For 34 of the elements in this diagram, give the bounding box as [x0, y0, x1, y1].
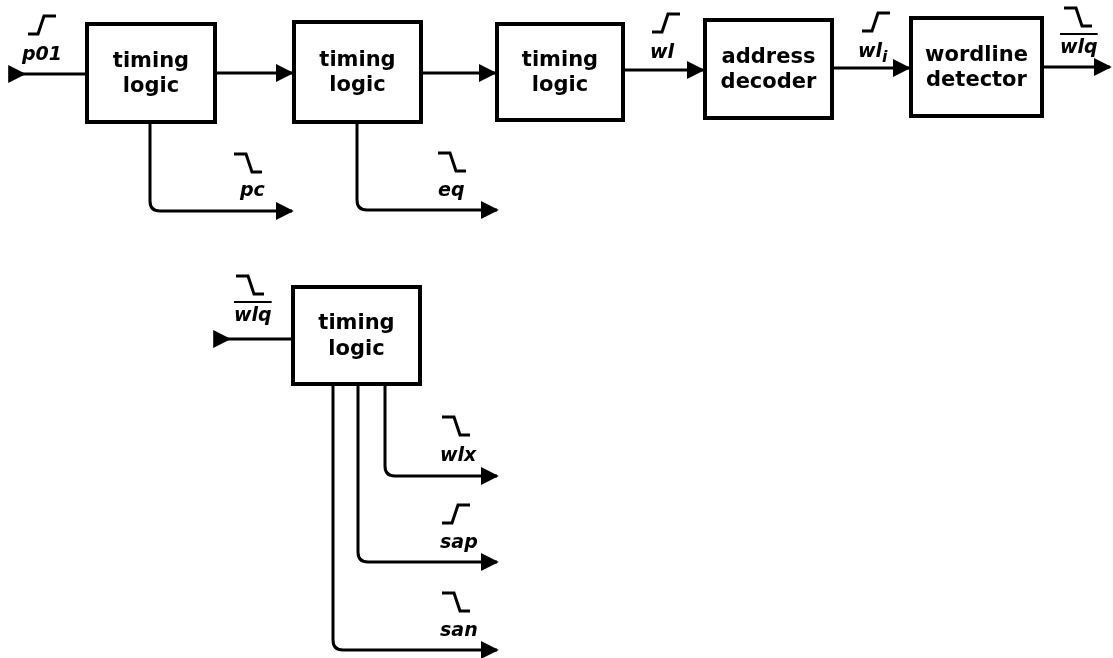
process-box: [292, 20, 423, 124]
signal-name: san: [440, 620, 478, 639]
signal-arrow: [1044, 58, 1112, 76]
signal-arrow: [213, 330, 291, 348]
signal-name: wlq: [234, 305, 272, 324]
signal-arrow: [423, 64, 497, 82]
signal-arrow: [356, 386, 499, 571]
signal-name: pc: [240, 180, 265, 199]
signal-arrow: [148, 124, 294, 220]
process-box: [495, 22, 625, 122]
box-label: timing logic: [520, 46, 600, 98]
signal-arrow: [834, 59, 911, 77]
signal-name: wlx: [440, 445, 477, 464]
box-label: wordline detector: [924, 41, 1029, 93]
process-box: [909, 16, 1044, 118]
signal-name: wlq: [1060, 37, 1098, 56]
signal-name: p01: [22, 44, 63, 63]
process-box: [85, 22, 217, 124]
signal-arrow: [331, 386, 499, 658]
signal-name: wl$_{i}$: [858, 41, 888, 65]
signal-arrow: [625, 61, 705, 79]
process-box: [703, 18, 834, 120]
signal-arrow: [217, 64, 294, 82]
signal-name: wl: [650, 42, 675, 61]
signal-arrow: [8, 65, 85, 83]
box-label: timing logic: [111, 47, 191, 99]
signal-arrow: [355, 124, 499, 219]
box-label: address decoder: [719, 43, 818, 95]
signal-arrow: [383, 386, 499, 485]
box-label: timing logic: [317, 310, 396, 361]
process-box: [291, 285, 422, 386]
box-label: timing logic: [318, 46, 397, 98]
signal-name: sap: [440, 532, 478, 551]
signal-name: eq: [438, 180, 465, 199]
